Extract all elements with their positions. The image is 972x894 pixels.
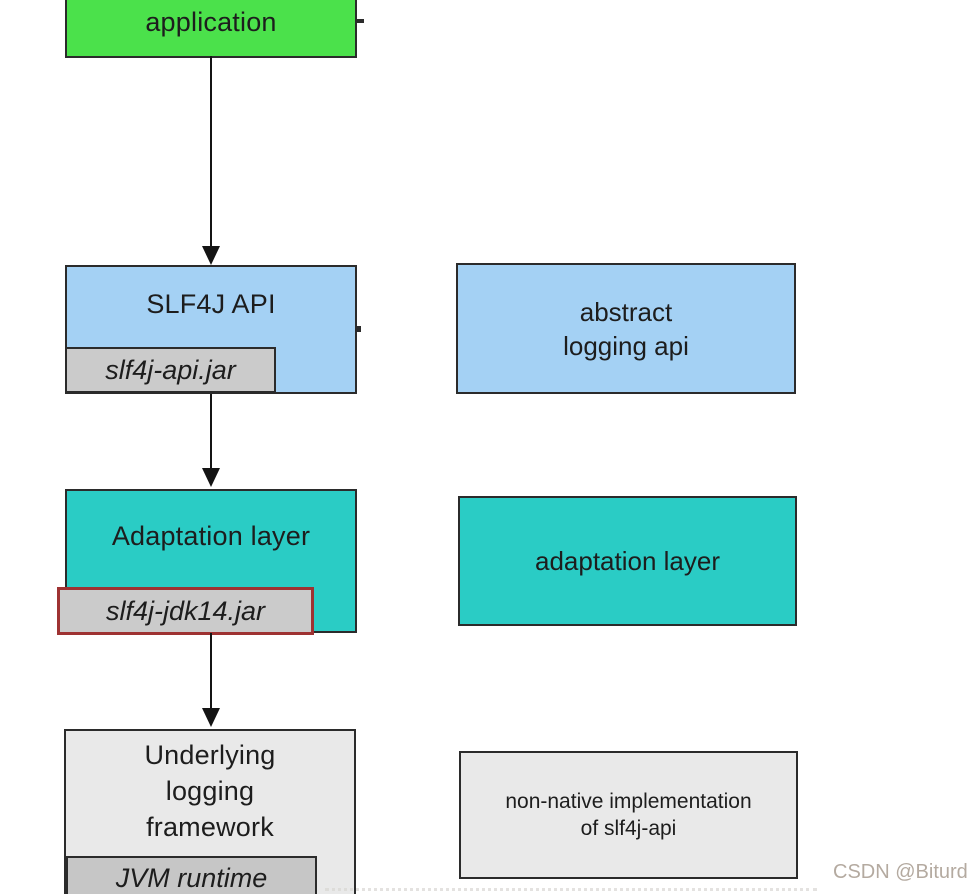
arrow-line: [210, 633, 212, 709]
underlying-framework-label-line: framework: [146, 812, 274, 842]
arrow-down-icon: [202, 468, 220, 487]
jvm-runtime-box: JVM runtime: [66, 856, 317, 894]
annotation-abstract-logging-api: abstract logging api: [456, 263, 796, 394]
arrow-line: [210, 394, 212, 469]
arrow-down-icon: [202, 708, 220, 727]
slf4j-api-jar-label: slf4j-api.jar: [105, 354, 236, 385]
annotation-line: logging api: [563, 330, 689, 361]
annotation-adaptation-layer: adaptation layer: [458, 496, 797, 626]
jvm-runtime-label: JVM runtime: [115, 863, 268, 893]
connector-nub: [356, 19, 364, 23]
annotation-line: non-native implementation: [505, 790, 752, 813]
watermark-text: CSDN @Biturd: [833, 861, 968, 883]
adaptation-jar-label: slf4j-jdk14.jar: [105, 595, 266, 626]
application-node: application: [65, 0, 357, 58]
annotation-line: abstract: [579, 296, 673, 327]
underlying-framework-label-line: Underlying: [144, 740, 276, 770]
slf4j-api-jar-box: slf4j-api.jar: [65, 347, 276, 393]
arrow-down-icon: [202, 246, 220, 265]
slf4j-api-node: SLF4J API slf4j-api.jar: [65, 265, 357, 394]
adaptation-jar-box-highlighted: slf4j-jdk14.jar: [57, 587, 314, 635]
annotation-non-native: non-native implementation of slf4j-api: [459, 751, 798, 879]
adaptation-layer-label: Adaptation layer: [111, 521, 311, 551]
connector-nub: [355, 326, 361, 332]
application-label: application: [145, 6, 277, 37]
annotation-line: of slf4j-api: [580, 817, 677, 840]
underlying-framework-label-line: logging: [165, 776, 255, 806]
adaptation-layer-node: Adaptation layer slf4j-jdk14.jar: [57, 489, 357, 635]
cropped-bottom-artifact: [325, 888, 817, 891]
arrow-line: [210, 56, 212, 247]
underlying-framework-label: Underlying logging framework: [144, 737, 275, 845]
slf4j-api-label: SLF4J API: [146, 289, 276, 319]
annotation-line: adaptation layer: [534, 546, 721, 576]
underlying-framework-node: Underlying logging framework JVM runtime: [64, 729, 356, 894]
